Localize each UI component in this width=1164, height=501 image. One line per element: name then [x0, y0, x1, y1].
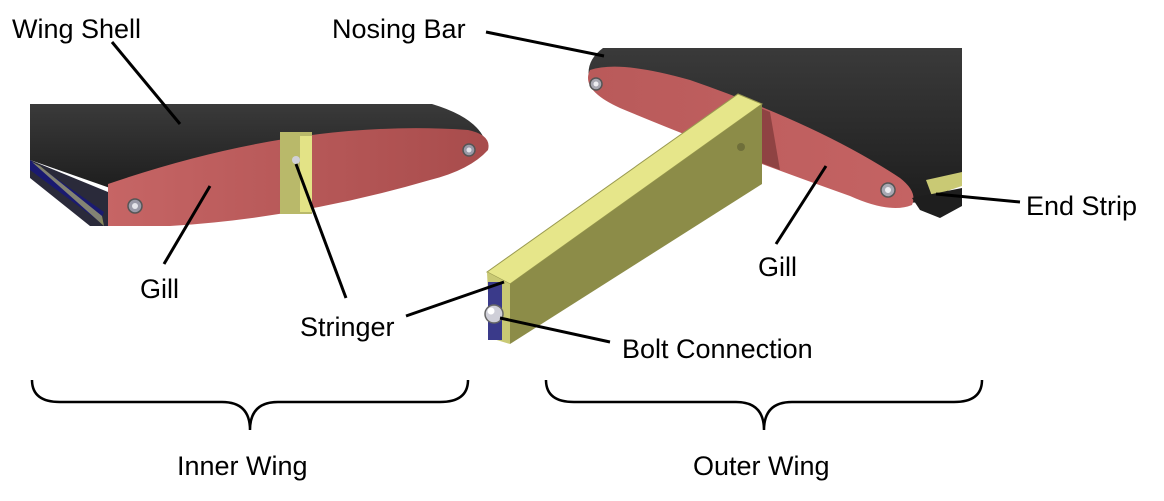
outer-bolt-front-highlight — [593, 81, 599, 87]
label-bolt-connection: Bolt Connection — [622, 334, 813, 364]
braces — [30, 379, 984, 431]
bolt-head-highlight — [487, 307, 495, 315]
stringer-side-face — [510, 104, 762, 344]
bolt-head — [484, 304, 504, 324]
inner-stringer-face — [300, 136, 312, 212]
leader-end-strip — [935, 192, 1021, 204]
inner-wing-model — [30, 104, 489, 226]
leader-stringer-b — [405, 280, 505, 318]
label-gill-inner: Gill — [140, 274, 179, 304]
label-outer-wing: Outer Wing — [693, 451, 830, 481]
outer-end-strip — [926, 172, 962, 196]
outer-bolt-rear-highlight — [885, 187, 891, 193]
leader-bolt-connection — [499, 316, 611, 344]
label-wing-shell: Wing Shell — [12, 14, 142, 44]
label-inner-wing: Inner Wing — [177, 451, 308, 481]
label-end-strip: End Strip — [1026, 191, 1138, 221]
leader-nosing-bar — [485, 30, 605, 58]
inner-end-strip — [32, 162, 104, 226]
inner-wing-brace — [30, 379, 470, 431]
label-gill-outer: Gill — [758, 252, 797, 282]
leader-stringer-a — [294, 163, 348, 299]
leader-wing-shell — [110, 41, 182, 125]
leader-gill-outer — [774, 165, 828, 245]
label-stringer: Stringer — [300, 312, 395, 342]
leader-gill-inner — [162, 185, 212, 265]
stringer-bolt-hole — [737, 143, 745, 151]
stringer-model — [484, 93, 764, 344]
outer-wing-brace — [544, 379, 984, 431]
inner-bolt-right-highlight — [466, 147, 472, 153]
label-nosing-bar: Nosing Bar — [332, 14, 466, 44]
inner-stringer-bolt — [292, 156, 300, 164]
inner-bolt-left-highlight — [132, 203, 138, 209]
leader-lines — [110, 30, 1021, 344]
